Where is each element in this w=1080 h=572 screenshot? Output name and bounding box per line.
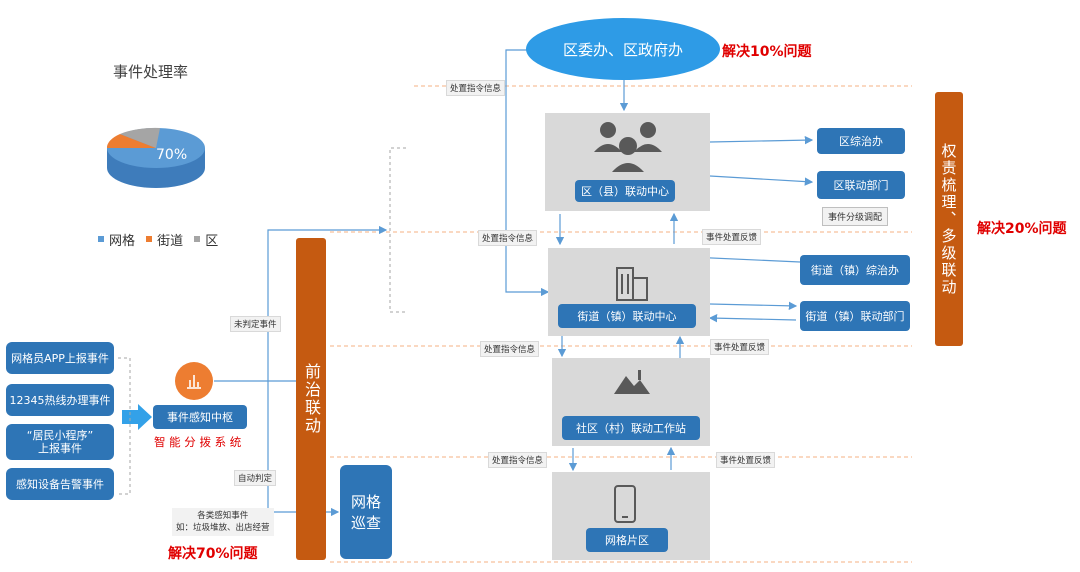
sense-events-title: 各类感知事件	[197, 511, 249, 521]
solve-20: 解决20%问题	[977, 221, 1067, 237]
phone-icon	[614, 485, 636, 523]
pie-chart	[106, 127, 205, 188]
top-node: 区委办、区政府办	[526, 18, 720, 80]
pie-title: 事件处理率	[113, 63, 189, 81]
label-fb-district: 事件处置反馈	[702, 229, 762, 245]
pie-slice-street	[106, 134, 156, 148]
grid-patrol-box: 网格巡查	[340, 465, 392, 559]
label-cmd-grid: 处置指令信息	[488, 452, 548, 468]
source-hotline: 12345热线办理事件	[6, 384, 114, 416]
unit-district-dept: 区联动部门	[817, 171, 905, 199]
hub-button: 事件感知中枢	[153, 405, 247, 429]
label-grading: 事件分级调配	[822, 207, 889, 226]
label-cmd-street: 处置指令信息	[478, 230, 538, 246]
label-fb-community: 事件处置反馈	[716, 452, 776, 468]
unit-street-dept: 街道（镇）联动部门	[800, 301, 910, 331]
landscape-icon	[614, 370, 650, 394]
people-icon	[594, 122, 662, 172]
label-cmd-top: 处置指令信息	[446, 80, 506, 96]
front-linkage-bar: 前治联动	[296, 238, 326, 560]
legend-item-district: 区	[194, 230, 218, 249]
source-mini-program: “居民小程序” 上报事件	[6, 424, 114, 460]
label-undecided: 未判定事件	[230, 316, 281, 332]
street-center-button: 街道（镇）联动中心	[558, 304, 696, 328]
unit-street-politics: 街道（镇）综治办	[800, 255, 910, 285]
solve-70: 解决70%问题	[168, 546, 258, 562]
hub-icon	[175, 362, 213, 400]
pie-slice-district	[120, 127, 160, 148]
solve-10: 解决10%问题	[722, 44, 812, 60]
sense-events: 各类感知事件 如：垃圾堆放、出店经营	[172, 508, 274, 536]
building-icon	[616, 267, 648, 301]
sense-events-example: 如：垃圾堆放、出店经营	[176, 523, 270, 533]
label-auto: 自动判定	[234, 470, 277, 486]
label-cmd-community: 处置指令信息	[480, 341, 540, 357]
source-grid-app: 网格员APP上报事件	[6, 342, 114, 374]
community-button: 社区（村）联动工作站	[562, 416, 700, 440]
grid-area-button: 网格片区	[586, 528, 668, 552]
source-sensor: 感知设备告警事件	[6, 468, 114, 500]
legend-item-grid: 网格	[98, 230, 135, 249]
district-center-button: 区（县）联动中心	[575, 180, 675, 202]
legend-item-street: 街道	[146, 230, 183, 249]
pie-label: 70%	[156, 147, 188, 163]
label-fb-street: 事件处置反馈	[710, 339, 770, 355]
pie-legend: 网格 街道 区	[98, 227, 224, 249]
hub-subtitle: 智 能 分 拨 系 统	[154, 435, 242, 449]
right-linkage-bar: 权责梳理、多级联动	[935, 92, 963, 346]
unit-district-politics: 区综治办	[817, 128, 905, 154]
